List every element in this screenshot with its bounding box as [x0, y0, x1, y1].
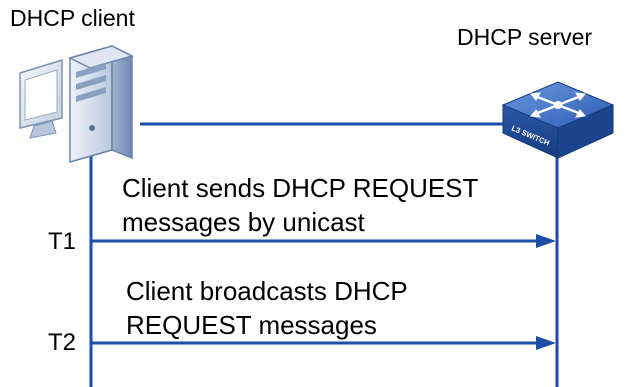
l3-switch-icon: L3 SWITCH — [501, 81, 615, 159]
message-1-line-2: messages by unicast — [122, 207, 365, 237]
desktop-computer-icon — [19, 44, 135, 163]
message-arrow-t1 — [91, 234, 556, 248]
message-2-line-2: REQUEST messages — [126, 310, 377, 340]
message-2-line-1: Client broadcasts DHCP — [126, 276, 408, 306]
time-label-t1: T1 — [48, 228, 77, 255]
message-1-line-1: Client sends DHCP REQUEST — [122, 173, 479, 203]
time-label-t2: T2 — [48, 329, 77, 356]
client-title: DHCP client — [10, 5, 135, 31]
server-title: DHCP server — [457, 24, 593, 50]
message-arrow-t2 — [91, 336, 556, 350]
